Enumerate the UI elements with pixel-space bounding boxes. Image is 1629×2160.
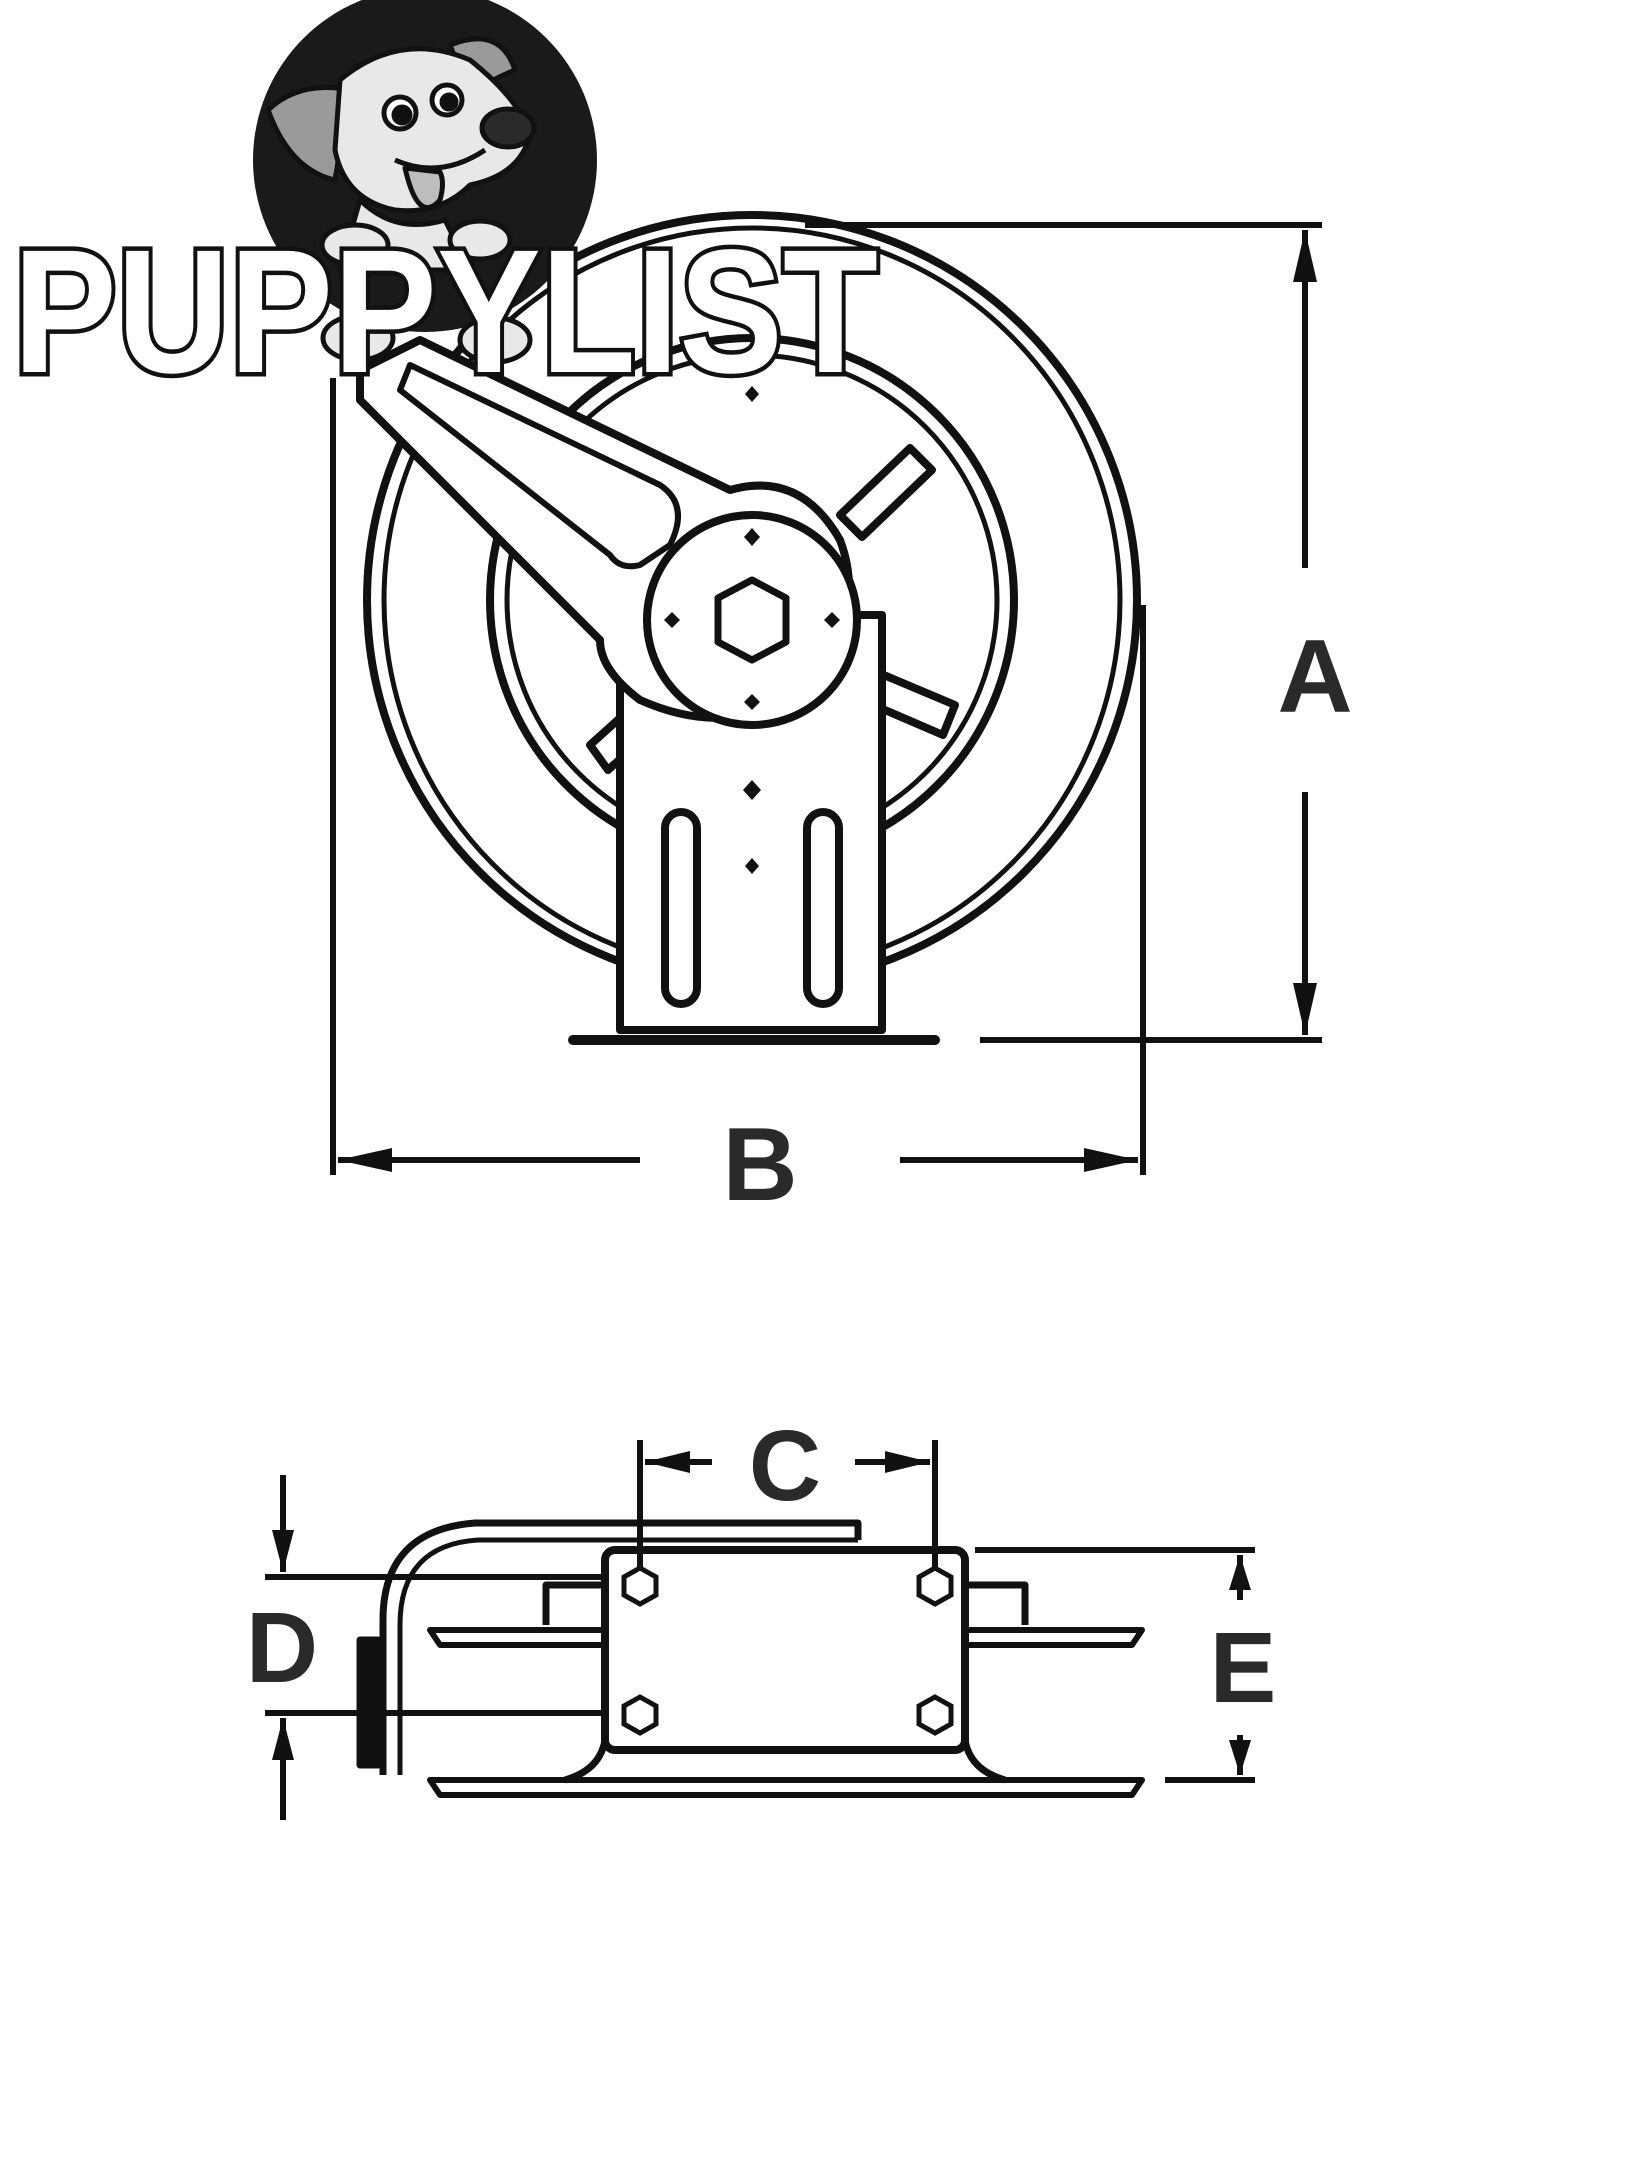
dimension-c-arrow-left bbox=[645, 1451, 690, 1473]
top-view-nuts bbox=[621, 1565, 954, 1736]
bracket-body bbox=[601, 1546, 969, 1754]
dog-tongue bbox=[402, 165, 445, 211]
dimension-e-label: E bbox=[1210, 1612, 1277, 1724]
bracket-slot-right bbox=[803, 808, 843, 1008]
dimension-a bbox=[805, 222, 1322, 1043]
dimension-c-label: C bbox=[749, 1410, 821, 1522]
bolt-icon bbox=[745, 386, 759, 402]
crank-handle-inner bbox=[397, 1537, 858, 1775]
crank-handle bbox=[379, 1519, 862, 1775]
front-view-bolts bbox=[664, 386, 840, 874]
front-view bbox=[356, 211, 1141, 1045]
side-block-right bbox=[965, 1581, 1029, 1625]
paw-bottom-left-icon bbox=[320, 313, 396, 363]
bracket-slot-left bbox=[661, 808, 701, 1008]
crank-arm-slot bbox=[397, 362, 681, 570]
paw-bottom-right-icon bbox=[457, 315, 533, 365]
dimension-d-arrow-down bbox=[272, 1530, 294, 1572]
dimension-d-arrow-up bbox=[272, 1718, 294, 1760]
bolt-icon bbox=[743, 780, 761, 800]
dog-left-ear bbox=[265, 85, 353, 183]
dimension-b bbox=[330, 378, 1146, 1175]
dog-head bbox=[332, 46, 533, 214]
hex-nut-icon bbox=[916, 1694, 954, 1736]
dimension-b-label: B bbox=[722, 1107, 797, 1223]
dimension-a-arrow-up bbox=[1293, 230, 1317, 282]
spoke-upper-right bbox=[836, 444, 936, 541]
bolt-icon bbox=[744, 528, 760, 546]
bracket-skirt bbox=[563, 1739, 1007, 1784]
dimension-d bbox=[265, 1475, 605, 1820]
hex-nut-icon bbox=[916, 1565, 954, 1607]
top-view bbox=[356, 1519, 1145, 1798]
bolt-icon bbox=[745, 858, 759, 874]
dog-nose bbox=[479, 106, 537, 150]
dog-left-pupil bbox=[391, 104, 413, 126]
dimension-b-arrow-left bbox=[338, 1148, 392, 1172]
dimension-c-arrow-right bbox=[885, 1451, 930, 1473]
crank-grip bbox=[356, 1636, 382, 1769]
dimension-c bbox=[637, 1440, 938, 1568]
puppylist-logo: PUPPYLIST bbox=[9, 0, 883, 415]
dimension-d-label: D bbox=[246, 1592, 318, 1704]
hub bbox=[643, 511, 861, 729]
dog-right-pupil bbox=[439, 92, 459, 112]
side-block-left bbox=[542, 1581, 606, 1625]
bolt-icon bbox=[824, 612, 840, 628]
dog-paws bbox=[319, 218, 533, 365]
bolt-icon bbox=[744, 694, 760, 710]
logo-wordmark: PUPPYLIST bbox=[13, 214, 878, 410]
dimension-a-arrow-down bbox=[1293, 983, 1317, 1035]
bolt-icon bbox=[664, 612, 680, 628]
paw-top-right-icon bbox=[447, 218, 513, 262]
dimension-b-arrow-right bbox=[1084, 1148, 1138, 1172]
dimension-e bbox=[975, 1547, 1255, 1783]
dimension-e-arrow-down bbox=[1229, 1740, 1251, 1775]
paw-top-left-icon bbox=[319, 222, 391, 268]
hex-nut-icon bbox=[621, 1694, 659, 1736]
hub-hex-nut bbox=[714, 576, 790, 664]
dog-mouth bbox=[393, 147, 487, 171]
lower-flange bbox=[427, 1777, 1145, 1798]
hex-nut-icon bbox=[621, 1565, 659, 1607]
dimension-a-label: A bbox=[1277, 619, 1352, 735]
dimension-e-arrow-up bbox=[1229, 1555, 1251, 1590]
